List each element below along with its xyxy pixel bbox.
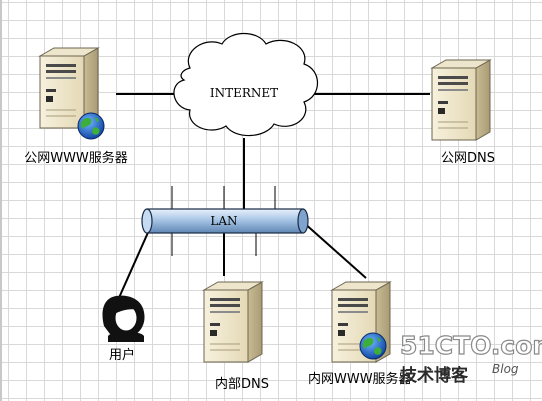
watermark: 51CTO.com 技术博客 Blog	[399, 330, 542, 386]
server-icon	[203, 281, 263, 363]
link-lan-user	[117, 227, 151, 301]
internal-dns-label: 内部DNS	[215, 376, 269, 392]
watermark-blog: Blog	[492, 362, 519, 376]
link-lan-internal-www	[302, 221, 367, 279]
internal-www-label: 内网WWW服务器	[308, 371, 412, 387]
connections	[116, 93, 430, 301]
public-www-label: 公网WWW服务器	[24, 150, 128, 166]
lan-label: LAN	[210, 214, 237, 228]
user-node: 用户	[102, 295, 145, 363]
public-dns-server: 公网DNS	[431, 59, 495, 166]
globe-icon	[359, 332, 387, 360]
watermark-site: 51CTO.com	[400, 331, 542, 360]
globe-icon	[77, 112, 105, 140]
internet-cloud: INTERNET	[173, 32, 319, 137]
server-icon	[431, 59, 491, 141]
user-label: 用户	[109, 347, 135, 363]
user-icon	[102, 295, 145, 342]
internal-dns-server: 内部DNS	[203, 281, 269, 392]
lan-bus: LAN	[141, 186, 309, 256]
public-www-server: 公网WWW服务器	[24, 47, 128, 166]
internet-label: INTERNET	[210, 86, 278, 100]
watermark-subtitle: 技术博客	[400, 365, 469, 386]
public-dns-label: 公网DNS	[441, 151, 495, 166]
internal-www-server: 内网WWW服务器	[308, 281, 412, 387]
left-edge-rule	[0, 0, 2, 401]
